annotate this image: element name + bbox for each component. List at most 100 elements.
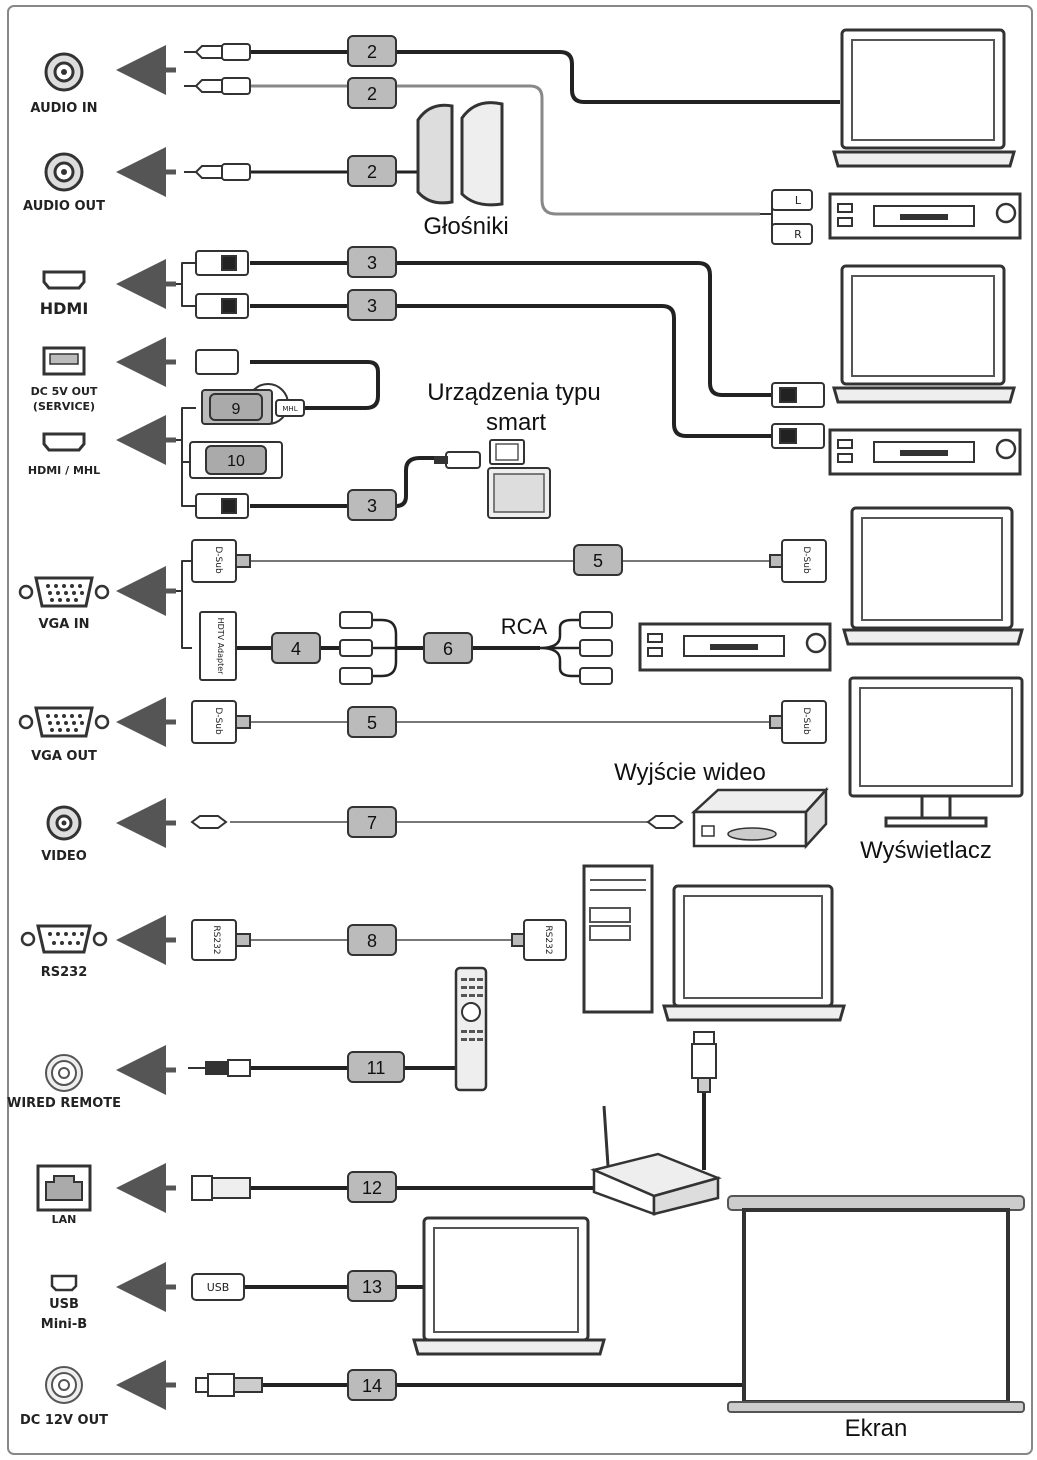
laptop-icon [662,884,846,1022]
svg-text:11: 11 [367,1058,386,1078]
dc12v-port-icon [45,1366,83,1404]
cable-badge: 14 [347,1369,397,1401]
cable-lines [176,50,840,1387]
left-channel-label: L [795,194,802,207]
svg-text:5: 5 [593,551,603,571]
cable-badge: 6 [423,632,473,664]
display-caption: Wyświetlacz [860,837,992,864]
cable-badge: 3 [347,489,397,521]
video-out-caption: Wyjście wideo [614,759,766,786]
lr-plug-icons [760,189,813,245]
vcr-icon [828,192,1022,240]
video-port-icon [46,805,82,841]
port-label: LAN [52,1213,77,1226]
connector-label: USB [207,1281,230,1294]
vga-out-port-icon [18,706,110,738]
port-label: DC 5V OUT [31,385,98,398]
port-label: VGA IN [38,617,89,632]
svg-text:2: 2 [367,84,377,104]
port-label: AUDIO IN [30,101,97,116]
cable-badges: 2 2 2 3 3 9 10 3 5 4 6 5 7 8 11 12 13 14 [205,35,623,1401]
hdmi-port-icon [42,270,86,290]
cable-badge: 3 [347,246,397,278]
smartphone-tablet-icon [434,439,551,519]
wired-remote-port-icon [45,1054,83,1092]
cable-badge: 12 [347,1171,397,1203]
port-label: Mini-B [41,1317,87,1332]
diagram-frame [7,5,1033,1455]
usb-a-port-icon [42,346,86,376]
port-label: RS232 [41,965,88,980]
remote-control-icon [454,966,488,1092]
vcr-icon [638,622,832,672]
port-label: VGA OUT [31,749,97,764]
cable-badge: 8 [347,924,397,956]
rs232-port-icon [20,924,108,954]
svg-text:3: 3 [367,496,377,516]
svg-text:7: 7 [367,813,377,833]
connector-label: MHL [282,405,297,413]
screen-caption: Ekran [845,1415,908,1442]
svg-text:5: 5 [367,713,377,733]
connector-label: D-Sub [801,546,811,574]
port-label: USB [49,1297,79,1312]
port-label: WIRED REMOTE [7,1096,121,1111]
dvd-player-icon [690,786,829,850]
cable-badge: 9 [209,393,263,421]
smart-devices-caption: Urządzenia typu [427,379,600,406]
vcr-icon [828,428,1022,476]
svg-text:4: 4 [291,639,301,659]
dsub-plug-icons [769,539,827,744]
video-plug-icon [646,815,684,829]
connector-label: D-Sub [801,707,811,735]
arrow-icons [116,45,176,1410]
svg-text:14: 14 [362,1376,382,1396]
svg-text:2: 2 [367,162,377,182]
svg-text:13: 13 [362,1277,382,1297]
pc-tower-icon [582,864,654,1014]
hdmi-plug-icons [771,382,825,449]
svg-text:6: 6 [443,639,453,659]
projection-screen-icon [727,1195,1025,1413]
laptop-icon [412,1216,606,1356]
cable-badge: 4 [271,632,321,664]
monitor-icon [848,676,1024,828]
audio-in-port-icon [44,52,84,92]
cable-badge: 10 [205,445,267,475]
port-label: VIDEO [41,849,87,864]
svg-text:12: 12 [362,1178,382,1198]
laptop-icon [832,264,1016,404]
hdmi-mhl-port-icon [42,432,86,452]
cable-badge: 7 [347,806,397,838]
lan-plug-icon [691,1031,717,1093]
port-label: HDMI / MHL [28,464,100,477]
connector-label: HDTV Adapter [216,618,225,676]
svg-text:3: 3 [367,296,377,316]
cable-badge: 5 [347,706,397,738]
svg-text:2: 2 [367,42,377,62]
connector-label: D-Sub [213,546,223,574]
port-label: HDMI [40,299,89,318]
cable-badge: 13 [347,1270,397,1302]
port-label: AUDIO OUT [23,199,105,214]
vga-in-port-icon [18,576,110,608]
cable-badge: 2 [347,35,397,67]
svg-text:8: 8 [367,931,377,951]
svg-text:9: 9 [232,401,241,418]
cable-badge: 11 [347,1051,405,1083]
laptop-icon [842,506,1024,646]
right-channel-label: R [794,228,802,241]
rca-plug-icons [339,611,613,685]
port-label: (SERVICE) [33,400,95,413]
svg-text:10: 10 [227,453,245,470]
router-icon [590,1105,722,1216]
speakers-icon [416,101,504,207]
connector-label: RS232 [211,925,221,954]
rs232-plug-icon [511,919,567,961]
cable-badge: 3 [347,289,397,321]
lan-port-icon [36,1164,92,1212]
cable-badge: 5 [573,544,623,576]
connector-label: D-Sub [213,707,223,735]
plug-icons [184,43,263,1397]
